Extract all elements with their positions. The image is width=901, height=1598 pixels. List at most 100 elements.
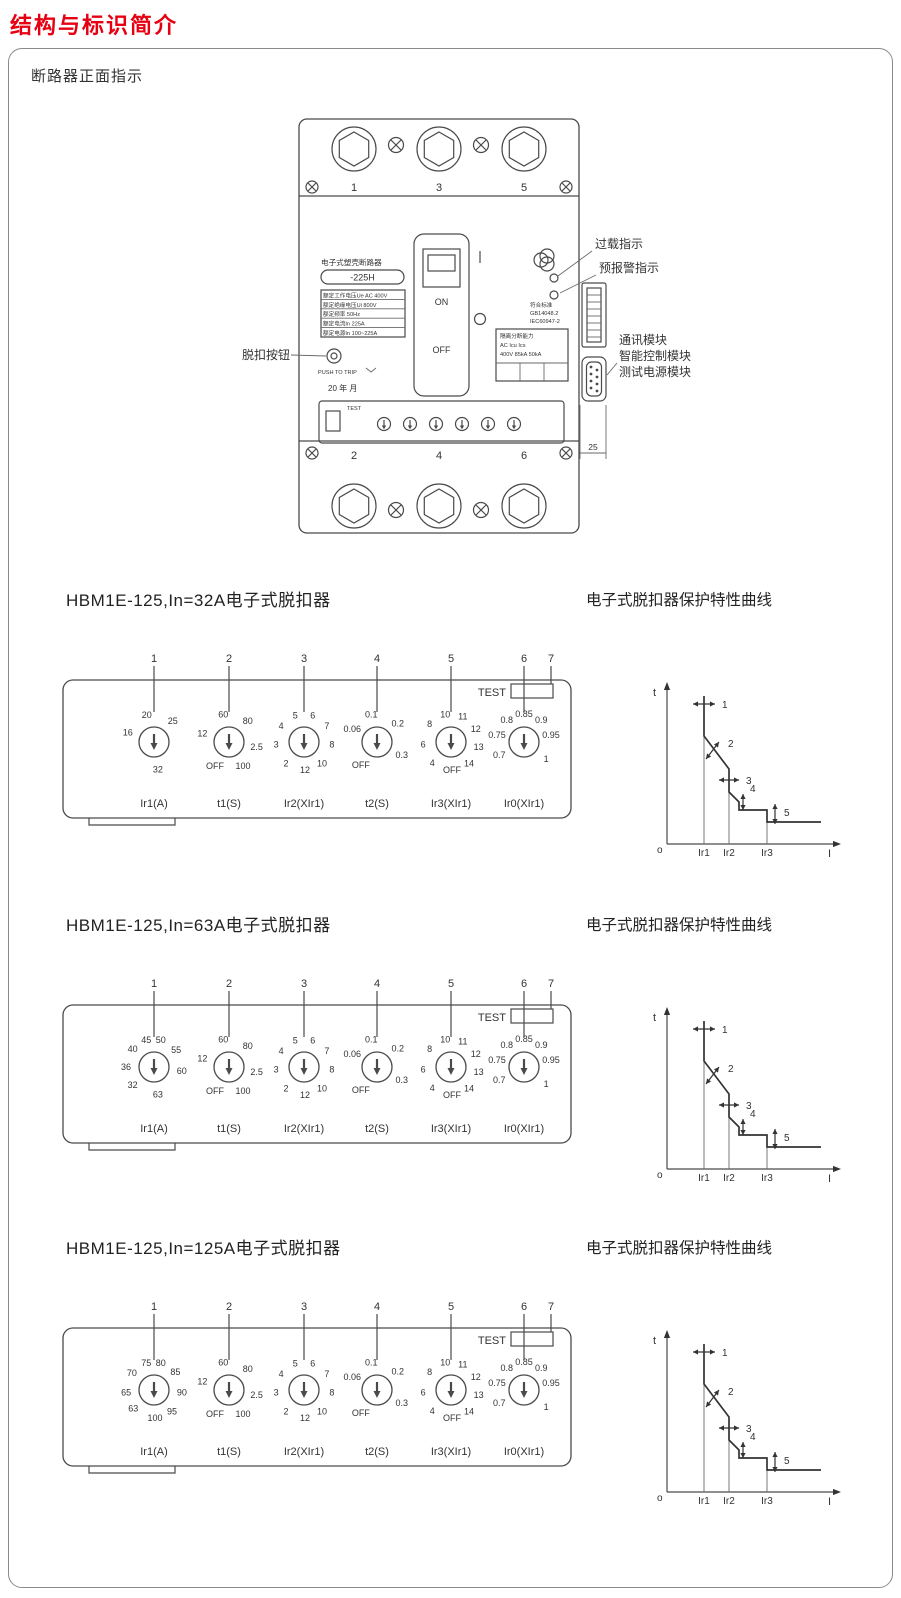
dial-scale-value: 12 <box>300 1090 310 1100</box>
dial-scale-value: 6 <box>421 739 426 749</box>
side-connector-modules <box>581 282 607 402</box>
callout-module-line: 测试电源模块 <box>619 364 691 379</box>
dial-position-number: 4 <box>374 653 380 665</box>
test-label: TEST <box>478 1335 506 1347</box>
dial-scale-value: 14 <box>464 1406 474 1416</box>
dial-scale-value: 32 <box>128 1080 138 1090</box>
marker-arrowhead <box>740 794 746 799</box>
dial-caption: t1(S) <box>217 1123 241 1135</box>
curve-label: 4 <box>750 1109 756 1120</box>
curve-label: Ir1 <box>698 1496 710 1507</box>
dial-scale-value: OFF <box>206 761 224 771</box>
dial-scale-value: 2.5 <box>250 1390 263 1400</box>
dial-scale-value: 0.95 <box>542 730 560 740</box>
toggle-handle: ON OFF <box>413 233 487 397</box>
standard-line: 符合标准 <box>530 301 553 309</box>
dial-scale-value: 45 <box>141 1035 151 1045</box>
off-label: OFF <box>433 345 451 355</box>
dial-scale-value: 100 <box>235 1086 250 1096</box>
dial-scale-value: 0.75 <box>488 730 506 740</box>
dial-caption: t2(S) <box>365 1446 389 1458</box>
dial-scale-value: 100 <box>147 1413 162 1423</box>
curve-label: 3 <box>746 1424 752 1435</box>
dial-scale-value: 7 <box>324 1369 329 1379</box>
dial-scale-value: 2.5 <box>250 742 263 752</box>
x-axis-arrow <box>833 1488 841 1496</box>
dial-scale-value: 40 <box>128 1044 138 1054</box>
curve-label: 1 <box>722 1025 728 1036</box>
marker-arrowhead <box>710 1026 715 1032</box>
dial-pointer-head <box>373 1391 381 1398</box>
marker-arrowhead <box>740 805 746 810</box>
x-axis-arrow <box>833 840 841 848</box>
breaker-front-svg: 1 3 5 2 4 6 ON OFF 电子式塑壳断路器 <box>242 118 691 534</box>
test-label: TEST <box>478 1012 506 1024</box>
dial-scale-value: 0.85 <box>515 1034 533 1044</box>
marker-arrowhead <box>734 777 739 783</box>
marker-arrowhead <box>740 1130 746 1135</box>
spec-row: 额定工作电压Ue AC 400V <box>323 291 388 299</box>
dial-pointer-head <box>150 743 158 750</box>
dimension-25: 25 <box>579 405 607 459</box>
section-title: HBM1E-125,In=63A电子式脱扣器 <box>66 916 331 935</box>
callout-leader <box>606 362 618 376</box>
o-mark <box>473 312 487 326</box>
dial-scale-value: OFF <box>352 1085 370 1095</box>
marker-arrowhead <box>772 1129 778 1134</box>
pin-connector <box>581 282 607 348</box>
dial-scale-value: 10 <box>440 1035 450 1045</box>
curve-section-title: 电子式脱扣器保护特性曲线 <box>586 592 773 609</box>
spec-row: 额定电流In 225A <box>323 320 365 328</box>
breaker-body <box>298 118 580 534</box>
dial-pointer-head <box>300 1391 308 1398</box>
dial-scale-value: 1 <box>544 1079 549 1089</box>
dial-caption: Ir3(XIr1) <box>431 1446 471 1458</box>
dial-scale-value: 0.06 <box>344 1049 362 1059</box>
dimension-label: 25 <box>588 442 598 452</box>
dial-pointer-head <box>520 1068 528 1075</box>
dial-scale-value: OFF <box>443 765 461 775</box>
curve-label: 3 <box>746 776 752 787</box>
marker-arrowhead <box>772 804 778 809</box>
marker-arrowhead <box>713 742 719 748</box>
dial-pointer-head <box>150 1068 158 1075</box>
dial-caption: t1(S) <box>217 798 241 810</box>
dial-scale-value: 60 <box>218 710 228 720</box>
curve-label: I <box>828 1496 831 1508</box>
curve-label: Ir2 <box>723 1496 735 1507</box>
dial-position-number: 4 <box>374 1301 380 1313</box>
curve-section-title: 电子式脱扣器保护特性曲线 <box>586 1240 773 1257</box>
marker-arrowhead <box>719 1102 724 1108</box>
curve-label: o <box>657 1493 663 1504</box>
curve-label: Ir3 <box>761 1173 773 1184</box>
marker-arrowhead <box>693 1026 698 1032</box>
dial-scale-value: 8 <box>427 719 432 729</box>
dial-scale-value: 0.85 <box>515 709 533 719</box>
callout-prealarm: 预报警指示 <box>599 260 659 275</box>
marker-arrowhead <box>772 1144 778 1149</box>
dial-scale-value: 0.7 <box>493 1398 506 1408</box>
dial-scale-value: 6 <box>421 1387 426 1397</box>
dial-scale-value: 12 <box>197 1376 207 1386</box>
standard-line: IEC60947-2 <box>530 319 560 325</box>
curve-label: 4 <box>750 1432 756 1443</box>
section-title: HBM1E-125,In=32A电子式脱扣器 <box>66 591 331 610</box>
section-title: HBM1E-125,In=125A电子式脱扣器 <box>66 1239 341 1258</box>
dial-scale-value: 4 <box>430 1406 435 1416</box>
curve-label: t <box>653 687 656 699</box>
dial-scale-value: 0.2 <box>392 1366 405 1376</box>
dial-scale-value: 0.2 <box>392 718 405 728</box>
marker-arrowhead <box>713 1390 719 1396</box>
dial-scale-value: 7 <box>324 1046 329 1056</box>
dial-scale-value: 0.9 <box>535 1363 548 1373</box>
marker-arrowhead <box>734 1102 739 1108</box>
dial-scale-value: 4 <box>279 1369 284 1379</box>
dial-scale-value: 16 <box>123 727 133 737</box>
spec-row: 额定频率 50Hz <box>323 310 360 318</box>
curve-label: t <box>653 1012 656 1024</box>
dial-scale-value: 0.85 <box>515 1357 533 1367</box>
dial-scale-value: 12 <box>300 765 310 775</box>
